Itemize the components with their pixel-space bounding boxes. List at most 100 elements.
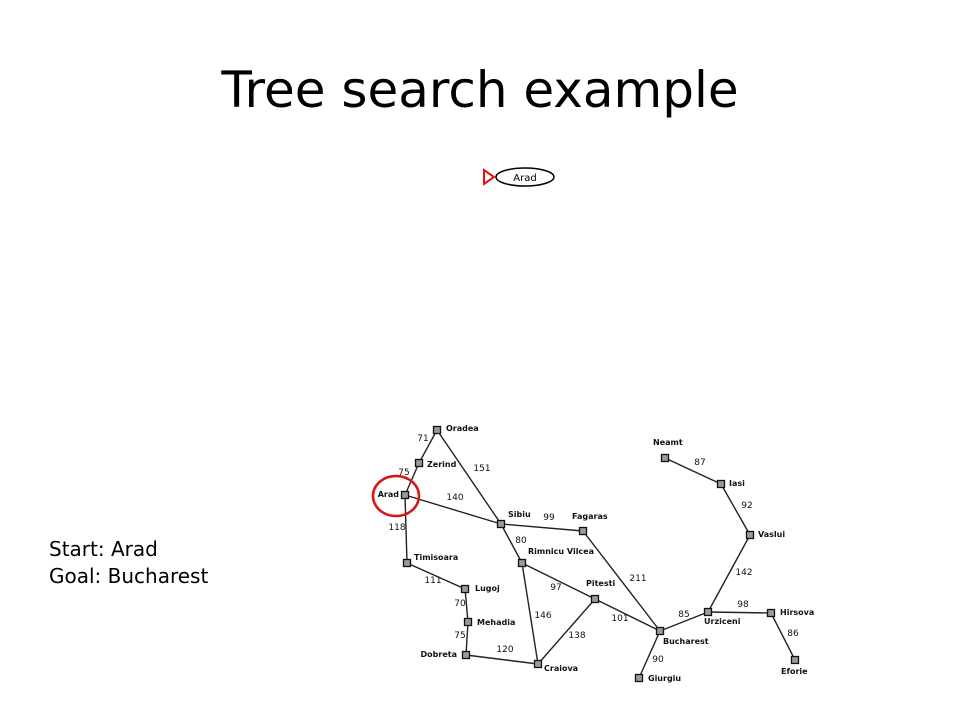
- city-node-eforie[interactable]: [790, 655, 800, 665]
- goal-label: Goal: Bucharest: [49, 564, 209, 588]
- road-arad-sibiu: [404, 494, 502, 525]
- distance-label: 75: [398, 468, 409, 478]
- city-node-vaslui[interactable]: [745, 530, 755, 540]
- distance-label: 98: [737, 600, 749, 610]
- city-label-hirsova: Hirsova: [780, 608, 814, 617]
- road-mehadia-dobreta: [465, 621, 469, 656]
- distance-label: 101: [611, 614, 628, 624]
- road-urziceni-hirsova: [707, 611, 772, 614]
- road-pitesti-bucharest: [594, 598, 661, 632]
- distance-label: 140: [446, 493, 463, 503]
- distance-label: 111: [424, 576, 441, 586]
- map-highlight: [371, 474, 421, 518]
- city-node-neamt[interactable]: [660, 453, 670, 463]
- map-roads: [404, 429, 796, 679]
- road-lugoj-mehadia: [464, 588, 469, 623]
- city-label-mehadia: Mehadia: [477, 618, 515, 627]
- city-label-fagaras: Fagaras: [572, 512, 608, 521]
- city-label-craiova: Craiova: [544, 664, 578, 673]
- road-arad-timisoara: [404, 494, 408, 564]
- distance-label: 142: [735, 568, 752, 578]
- city-node-dobreta[interactable]: [461, 650, 471, 660]
- city-node-zerind[interactable]: [414, 458, 424, 468]
- tree-root-label: Arad: [513, 173, 536, 184]
- road-timisoara-lugoj: [406, 562, 466, 590]
- map-cities: OradeaZerindAradTimisoaraLugojMehadiaDob…: [378, 424, 815, 683]
- search-tree: Arad: [483, 167, 555, 187]
- city-label-urziceni: Urziceni: [704, 617, 741, 626]
- city-node-urziceni[interactable]: [703, 607, 713, 617]
- map-distances: 71 75 151 140 118 111 70 75 120 99 80 97 146 138 211 10…: [388, 434, 799, 665]
- city-label-giurgiu: Giurgiu: [648, 674, 681, 683]
- city-label-arad: Arad: [378, 490, 400, 499]
- distance-label: 151: [473, 464, 490, 474]
- city-node-giurgiu[interactable]: [634, 673, 644, 683]
- start-label: Start: Arad: [49, 537, 158, 561]
- city-node-arad[interactable]: [400, 490, 410, 500]
- city-node-craiova[interactable]: [533, 659, 543, 669]
- current-node-marker-icon: [483, 168, 496, 186]
- distance-label: 85: [678, 610, 689, 620]
- distance-label: 118: [388, 523, 405, 533]
- city-label-iasi: Iasi: [729, 479, 745, 488]
- distance-label: 211: [629, 574, 646, 584]
- city-node-timisoara[interactable]: [402, 558, 412, 568]
- city-node-iasi[interactable]: [716, 479, 726, 489]
- road-dobreta-craiova: [465, 654, 539, 665]
- distance-label: 99: [543, 513, 555, 523]
- road-rimnicu-pitesti: [521, 562, 596, 600]
- distance-label: 80: [515, 536, 527, 546]
- city-label-rimnicu: Rimnicu Vilcea: [528, 547, 594, 556]
- distance-label: 86: [787, 629, 799, 639]
- start-city-highlight-circle: [371, 474, 421, 518]
- distance-label: 138: [568, 631, 585, 641]
- road-oradea-sibiu: [436, 429, 502, 525]
- city-node-bucharest[interactable]: [655, 626, 665, 636]
- road-iasi-neamt: [664, 457, 722, 485]
- city-node-sibiu[interactable]: [496, 519, 506, 529]
- city-label-neamt: Neamt: [653, 438, 683, 447]
- distance-label: 87: [694, 458, 705, 468]
- road-hirsova-eforie: [770, 612, 796, 661]
- problem-statement: Start: Arad Goal: Bucharest: [49, 536, 208, 590]
- distance-label: 70: [454, 599, 466, 609]
- distance-label: 71: [417, 434, 428, 444]
- distance-label: 97: [550, 583, 561, 593]
- city-node-fagaras[interactable]: [578, 526, 588, 536]
- distance-label: 75: [454, 631, 465, 641]
- slide-title: Tree search example: [221, 61, 739, 119]
- road-rimnicu-craiova: [521, 562, 539, 665]
- city-label-vaslui: Vaslui: [758, 530, 785, 539]
- road-oradea-zerind: [418, 429, 438, 464]
- road-craiova-pitesti: [537, 598, 596, 665]
- city-label-lugoj: Lugoj: [475, 584, 500, 593]
- distance-label: 92: [741, 501, 752, 511]
- road-bucharest-giurgiu: [638, 630, 661, 679]
- city-label-bucharest: Bucharest: [663, 637, 709, 646]
- road-fagaras-bucharest: [582, 530, 661, 632]
- city-label-pitesti: Pitesti: [586, 579, 615, 588]
- city-node-oradea[interactable]: [432, 425, 442, 435]
- road-zerind-arad: [404, 462, 420, 496]
- tree-root-node[interactable]: [495, 167, 555, 187]
- city-label-sibiu: Sibiu: [508, 510, 531, 519]
- city-label-zerind: Zerind: [427, 460, 457, 469]
- city-label-timisoara: Timisoara: [414, 553, 458, 562]
- road-bucharest-urziceni: [659, 611, 709, 632]
- city-node-lugoj[interactable]: [460, 584, 470, 594]
- distance-label: 90: [652, 655, 664, 665]
- city-node-rimnicu[interactable]: [517, 558, 527, 568]
- city-node-hirsova[interactable]: [766, 608, 776, 618]
- city-label-eforie: Eforie: [781, 667, 808, 676]
- road-vaslui-iasi: [720, 483, 751, 536]
- road-urziceni-vaslui: [707, 534, 751, 613]
- city-label-oradea: Oradea: [446, 424, 479, 433]
- distance-label: 120: [496, 645, 513, 655]
- distance-label: 146: [534, 611, 551, 621]
- city-label-dobreta: Dobreta: [421, 650, 457, 659]
- city-node-pitesti[interactable]: [590, 594, 600, 604]
- city-node-mehadia[interactable]: [463, 617, 473, 627]
- road-sibiu-rimnicu: [500, 523, 523, 564]
- road-sibiu-fagaras: [500, 523, 584, 532]
